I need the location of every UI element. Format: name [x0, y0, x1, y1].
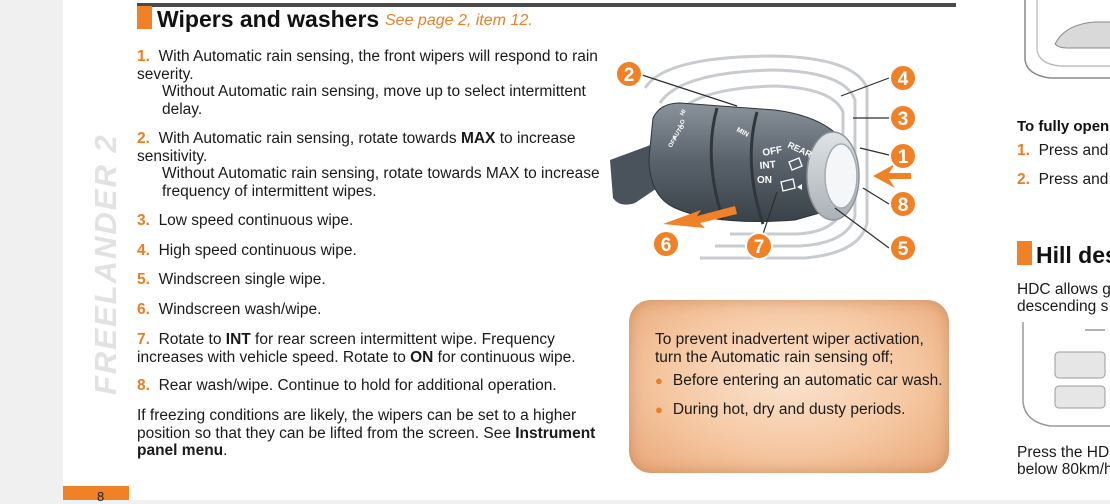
section-title: Wipers and washers — [157, 6, 380, 32]
item-text: for rear screen intermittent wipe. Frequ… — [137, 331, 555, 366]
hill-section-title: Hill des — [1036, 242, 1110, 268]
right-step: 1. Press and — [1017, 142, 1108, 160]
item-number: 6. — [137, 301, 150, 318]
callout-5: 5 — [889, 234, 917, 262]
roof-panel-illustration — [1024, 0, 1110, 79]
list-item: 5. Windscreen single wipe. — [137, 271, 607, 289]
page-number-tab — [63, 486, 129, 500]
note-bullet: ● During hot, dry and dusty periods. — [655, 401, 906, 419]
rear-wiper-symbol-icon — [788, 157, 803, 171]
header-rule — [137, 3, 956, 7]
next-column: To fully open 1. Press and 2. Press and … — [1010, 0, 1110, 500]
item-text: Windscreen single wipe. — [158, 271, 326, 288]
item-text: High speed continuous wipe. — [158, 242, 357, 259]
right-step: 2. Press and — [1017, 171, 1108, 189]
callout-7-label: 7 — [754, 237, 765, 258]
instrument-panel-reference: Instrument panel menu — [137, 424, 596, 460]
page-number: 8 — [97, 489, 105, 504]
freezing-note: If freezing conditions are likely, the w… — [137, 407, 607, 460]
stalk-label-lo: LO — [678, 118, 688, 129]
item-extra-text: Without Automatic rain sensing, move up … — [162, 83, 586, 118]
list-item: 3. Low speed continuous wipe. — [137, 212, 607, 230]
callout-2: 2 — [615, 60, 643, 88]
wiper-stalk-illustration: MIN REAR OFF INT ON HI LO AUTO OFF 2 4 3 — [610, 54, 917, 262]
wiper-symbols — [780, 157, 803, 192]
small-arrow-icon — [797, 184, 802, 190]
item-number: 2. — [137, 130, 150, 147]
item-text: With Automatic rain sensing, rotate towa… — [158, 130, 461, 147]
hdc-press-line: Press the HD — [1017, 444, 1110, 461]
callout-8: 8 — [889, 190, 917, 218]
item-text: for continuous wipe. — [433, 348, 576, 366]
item-bold-text: ON — [410, 348, 434, 366]
item-number: 5. — [137, 271, 150, 288]
item-bold-text: INT — [225, 331, 251, 348]
hdc-text-line: descending s — [1017, 298, 1109, 315]
callout-3: 3 — [889, 104, 917, 132]
list-item: 2. With Automatic rain sensing, rotate t… — [137, 130, 607, 200]
item-text: Rear wash/wipe. Continue to hold for add… — [158, 377, 557, 394]
item-number: 3. — [137, 212, 150, 229]
item-number: 4. — [137, 242, 150, 259]
pull-arrow-icon — [663, 206, 737, 228]
step-number: 2. — [1017, 171, 1030, 188]
hdc-text-line: HDC allows g — [1017, 281, 1110, 298]
push-arrow-icon — [873, 164, 911, 188]
bullet-icon: ● — [655, 373, 663, 388]
callout-6-label: 6 — [661, 235, 672, 256]
step-number: 1. — [1017, 142, 1030, 159]
rear-wash-button — [824, 143, 858, 209]
step-text: Press and — [1038, 171, 1109, 188]
note-bullet: ● Before entering an automatic car wash. — [655, 372, 943, 390]
callout-6: 6 — [652, 230, 680, 258]
item-text: Low speed continuous wipe. — [158, 212, 354, 229]
stalk-label-on: ON — [757, 175, 772, 186]
list-item: 6. Windscreen wash/wipe. — [137, 301, 607, 319]
side-book-title: FREELANDER 2 — [88, 133, 123, 395]
item-text: With Automatic rain sensing, the front w… — [137, 48, 598, 83]
item-text: Rotate to — [158, 331, 226, 348]
stalk-label-off-small: OFF — [668, 136, 680, 150]
stalk-label-int: INT — [759, 159, 776, 172]
section-marker — [137, 6, 152, 29]
list-item: 1. With Automatic rain sensing, the fron… — [137, 48, 607, 118]
item-number: 1. — [137, 48, 150, 65]
callout-3-label: 3 — [898, 109, 909, 130]
wiper-warning-note: To prevent inadvertent wiper activation,… — [629, 300, 949, 473]
list-item: 4. High speed continuous wipe. — [137, 242, 607, 260]
freezing-end: . — [223, 442, 228, 459]
stalk-label-hi: HI — [680, 109, 688, 117]
callout-1-label: 1 — [898, 147, 909, 168]
item-text: to increase sensitivity. — [137, 130, 576, 165]
callout-4: 4 — [889, 64, 917, 92]
list-item: 7. Rotate to INT for rear screen intermi… — [137, 331, 607, 366]
item-number: 8. — [137, 377, 150, 394]
note-intro: To prevent inadvertent wiper activation,… — [655, 331, 924, 366]
section-reference: See page 2, item 12. — [385, 12, 533, 29]
item-extra-text: Without Automatic rain sensing, rotate t… — [162, 165, 600, 200]
callout-8-label: 8 — [898, 195, 909, 216]
fully-open-heading: To fully open — [1017, 118, 1110, 135]
hdc-press-line: below 80km/h — [1017, 461, 1110, 478]
item-number: 7. — [137, 331, 150, 348]
callout-1: 1 — [889, 142, 917, 170]
note-bullet-text: During hot, dry and dusty periods. — [672, 401, 906, 418]
stalk-label-off: OFF — [762, 145, 784, 159]
hdc-button-illustration — [1022, 322, 1110, 427]
note-bullet-text: Before entering an automatic car wash. — [672, 372, 943, 389]
item-text: Windscreen wash/wipe. — [158, 301, 322, 318]
step-text: Press and — [1038, 142, 1109, 159]
stalk-rotary-band — [749, 111, 765, 225]
callout-2-label: 2 — [624, 65, 635, 86]
item-bold-text: MAX — [460, 130, 496, 147]
callout-5-label: 5 — [898, 239, 909, 260]
callout-7: 7 — [745, 232, 773, 260]
stalk-rotary-band — [709, 107, 725, 221]
freezing-text: If freezing conditions are likely, the w… — [137, 407, 577, 442]
list-item: 8. Rear wash/wipe. Continue to hold for … — [137, 377, 607, 395]
bullet-icon: ● — [655, 402, 663, 417]
hill-section-marker — [1017, 241, 1032, 265]
callout-4-label: 4 — [898, 69, 909, 90]
rear-wash-symbol-icon — [780, 178, 796, 192]
